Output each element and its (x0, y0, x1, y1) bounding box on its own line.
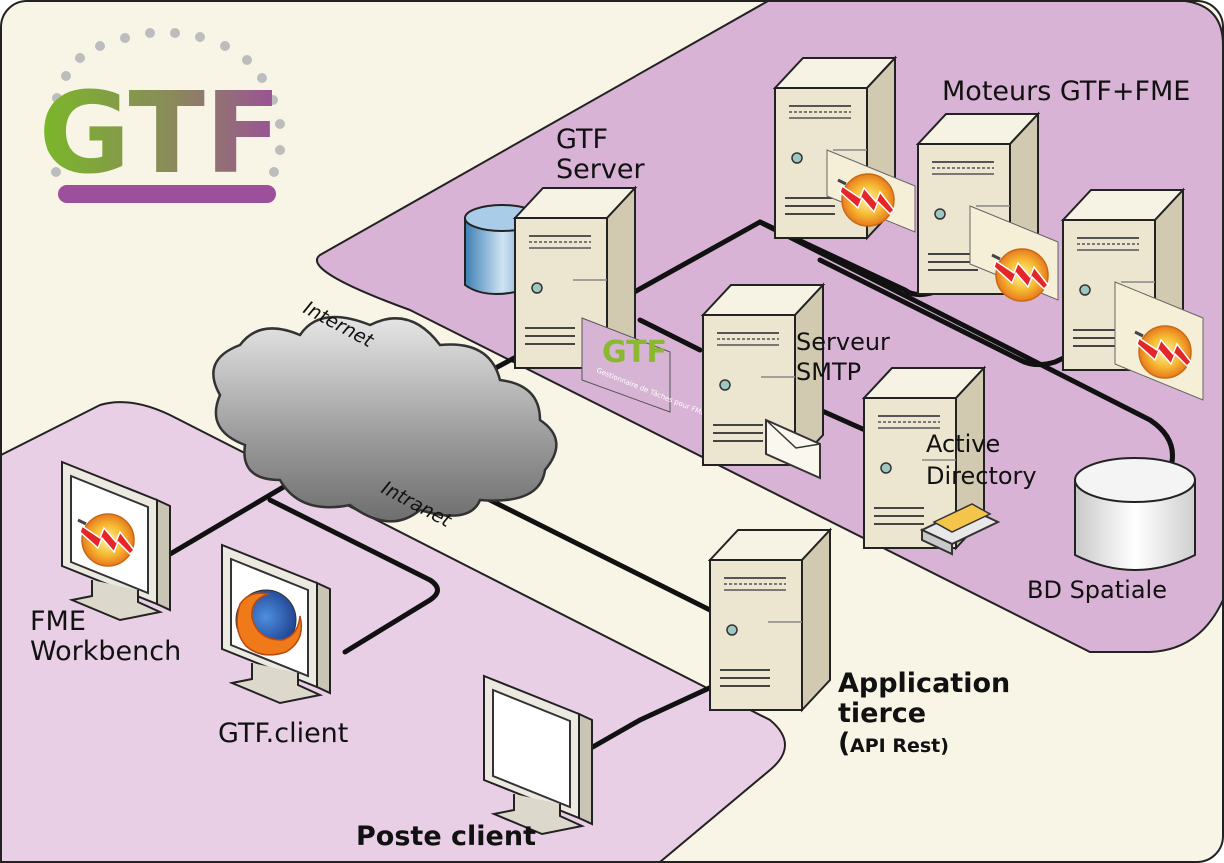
spatial-database (1074, 457, 1196, 571)
badge-gtf-text: GTF (602, 335, 667, 370)
logo-bar (58, 185, 276, 203)
gtf-logo: GTF (39, 28, 285, 203)
app-label-line3: API Rest) (850, 735, 949, 757)
gtf-client-monitor (221, 544, 331, 704)
engine-server-2 (917, 113, 1059, 303)
app-label-line2: tierce (838, 698, 926, 729)
gtf-server-label-line2: Server (556, 154, 645, 185)
ad-label-line1: Active (926, 430, 1000, 458)
engine-server-3 (1062, 189, 1204, 401)
third-party-app-server (709, 529, 831, 711)
smtp-label-line1: Serveur (796, 328, 890, 356)
gtf-server-label-line1: GTF (556, 124, 608, 155)
db-label: BD Spatiale (1027, 576, 1167, 604)
logo-text: GTF (39, 69, 282, 199)
mail-envelope-icon (765, 418, 821, 480)
poste-client-label: Poste client (356, 821, 536, 852)
app-label-line1: Application (838, 668, 1010, 699)
engines-label: Moteurs GTF+FME (942, 76, 1190, 107)
fme-label-line2: Workbench (30, 636, 181, 667)
gtf-client-label: GTF.client (218, 718, 348, 749)
smtp-label-line2: SMTP (796, 358, 861, 386)
engine-server-1 (774, 57, 916, 239)
directory-card-icon (919, 503, 1001, 556)
fme-label-line1: FME (30, 606, 86, 637)
logo-dot-arc (47, 28, 285, 177)
ad-label-line2: Directory (926, 462, 1037, 490)
app-label-paren: ( (838, 728, 850, 759)
internet-cloud (212, 315, 558, 523)
firefox-icon (235, 589, 303, 656)
